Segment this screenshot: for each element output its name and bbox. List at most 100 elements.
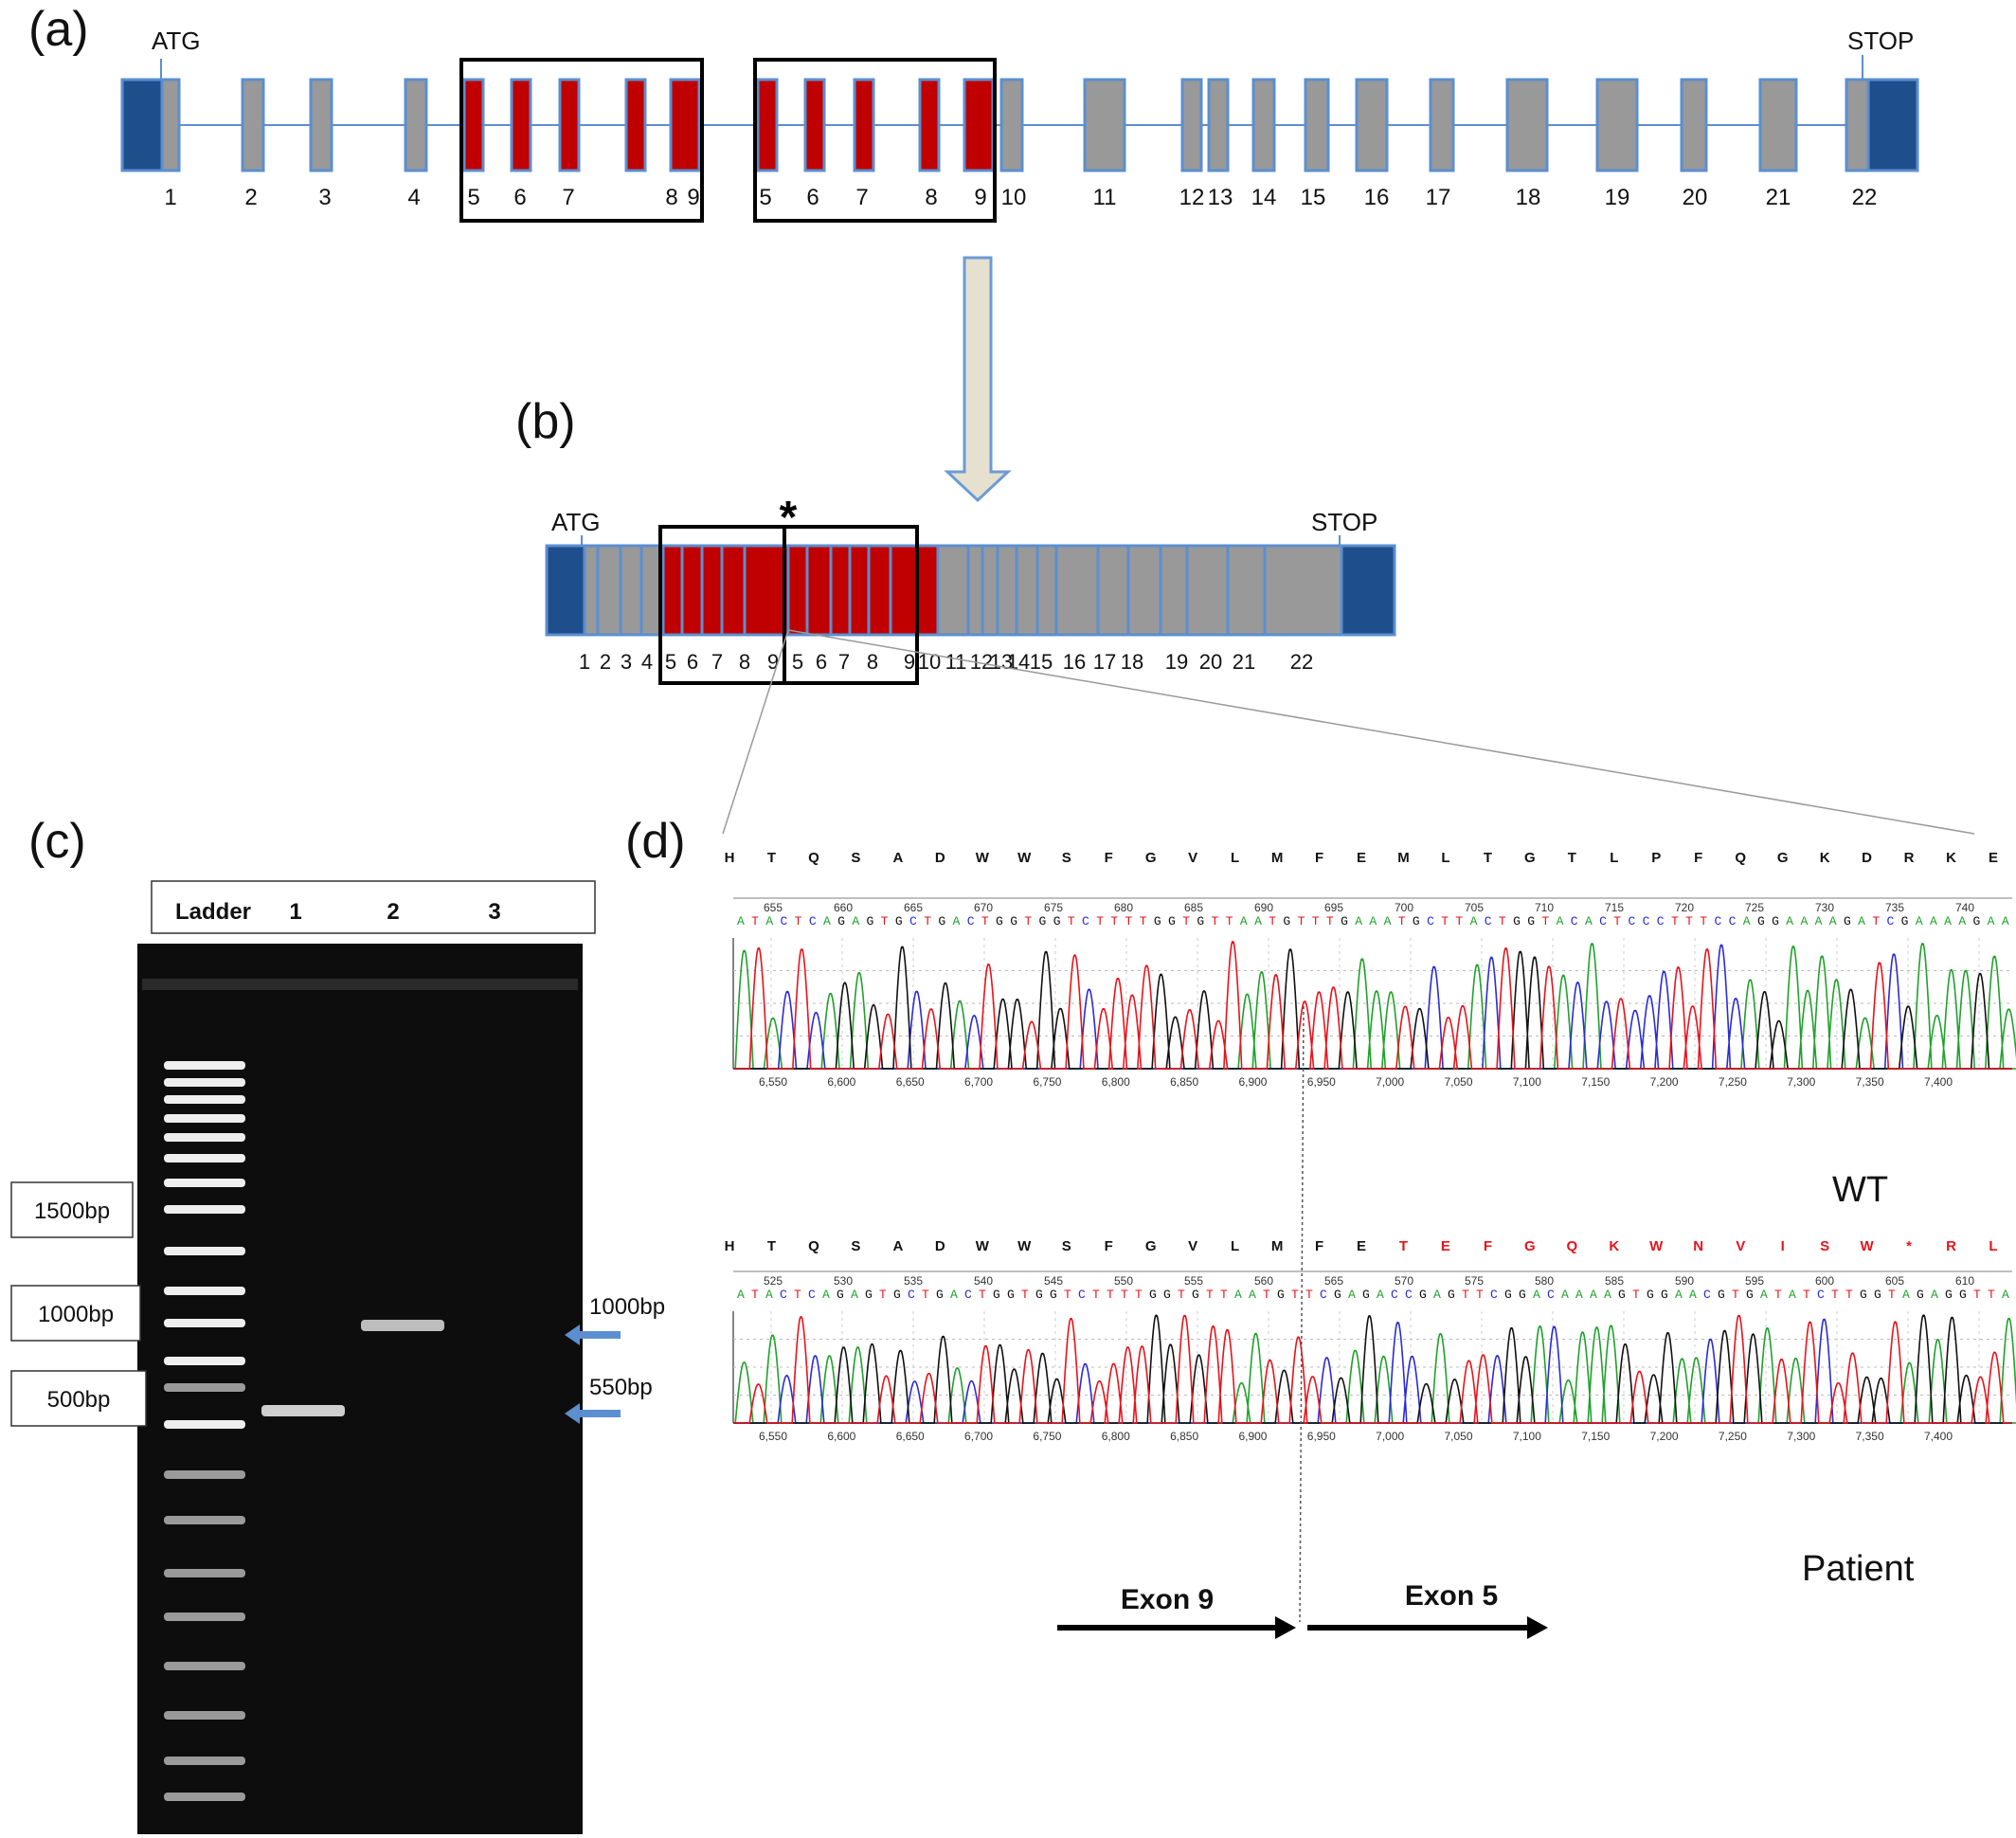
base-call: A xyxy=(1800,914,1808,928)
exon-number-a: 12 xyxy=(1179,185,1205,210)
base-call: T xyxy=(1326,914,1334,928)
exon-b-23 xyxy=(1096,544,1130,637)
start-codon-label-a: ATG xyxy=(152,27,201,55)
trace-axis-tick: 6,700 xyxy=(964,1430,993,1443)
exon-b-9 xyxy=(743,544,790,637)
amino-acid: E xyxy=(1357,1238,1366,1254)
zoom-line-left xyxy=(722,629,789,835)
wt-chromatogram xyxy=(732,938,2016,1070)
base-call: G xyxy=(1972,914,1980,928)
base-call: G xyxy=(1341,914,1348,928)
base-call: G xyxy=(1874,1288,1881,1302)
exon-number-a: 16 xyxy=(1364,185,1390,210)
base-call: T xyxy=(1226,914,1233,928)
exon-b-18 xyxy=(981,544,999,637)
amino-acid: Q xyxy=(808,1238,819,1254)
exon-a-24 xyxy=(1595,78,1639,172)
panel-b-label: (b) xyxy=(515,394,576,449)
exon-number-b: 6 xyxy=(687,650,698,674)
trace-axis-tick: 6,750 xyxy=(1033,1430,1061,1443)
ladder-band xyxy=(164,1154,245,1162)
trace-axis-tick: 6,650 xyxy=(896,1430,925,1443)
base-call: A xyxy=(1557,914,1564,928)
exon-number-a: 2 xyxy=(244,185,257,210)
ladder-marker-box xyxy=(10,1285,141,1342)
exon-b-3 xyxy=(619,544,643,637)
position-number: 690 xyxy=(1254,901,1273,914)
amino-acid: A xyxy=(892,1238,903,1254)
stop-codon-label-b: STOP xyxy=(1311,508,1377,536)
base-call: T xyxy=(1973,1288,1981,1302)
base-call: A xyxy=(823,914,831,928)
base-call: G xyxy=(938,914,945,928)
base-call: T xyxy=(1024,914,1032,928)
base-call: A xyxy=(1249,1288,1256,1302)
base-call: T xyxy=(1121,1288,1128,1302)
exon-number-a: 10 xyxy=(1001,185,1027,210)
junction-asterisk: * xyxy=(780,493,798,543)
exon-number-a: 7 xyxy=(562,185,574,210)
exon-b-16 xyxy=(936,544,970,637)
position-number: 730 xyxy=(1815,901,1834,914)
trace-axis-tick: 6,700 xyxy=(964,1075,993,1089)
amino-acid: Q xyxy=(808,850,819,866)
trace-axis-tick: 6,600 xyxy=(827,1430,855,1443)
position-number: 675 xyxy=(1044,901,1063,914)
position-number: 740 xyxy=(1955,901,1974,914)
exon-number-a: 20 xyxy=(1683,185,1708,210)
base-call: A xyxy=(851,1288,858,1302)
trace-axis-tick: 7,400 xyxy=(1924,1075,1953,1089)
ladder-band xyxy=(164,1133,245,1142)
exon-a-22 xyxy=(1429,78,1455,172)
exon9-label: Exon 9 xyxy=(1121,1584,1214,1615)
base-call: T xyxy=(1096,914,1104,928)
base-call: A xyxy=(1561,1288,1569,1302)
base-call: T xyxy=(1441,914,1449,928)
ladder-band xyxy=(164,1287,245,1295)
base-call: A xyxy=(1858,914,1865,928)
base-call: G xyxy=(1757,914,1765,928)
amino-acid: L xyxy=(1441,850,1449,866)
position-number: 660 xyxy=(834,901,853,914)
amino-acid: D xyxy=(935,1238,945,1254)
trace-axis-tick: 7,250 xyxy=(1719,1430,1747,1443)
base-call: A xyxy=(765,1288,773,1302)
band-arrow-550 xyxy=(565,1403,621,1424)
ladder-band xyxy=(164,1516,245,1524)
duplicated-region-box-b2 xyxy=(783,525,919,685)
trace-C xyxy=(733,944,2012,1070)
amino-acid: F xyxy=(1694,850,1702,866)
base-call: G xyxy=(1513,914,1521,928)
base-call: A xyxy=(737,914,745,928)
base-call: T xyxy=(879,1288,887,1302)
base-call: G xyxy=(1419,1288,1427,1302)
position-number: 545 xyxy=(1044,1274,1063,1288)
exon-b-8 xyxy=(720,544,747,637)
base-call: G xyxy=(1053,914,1061,928)
ladder-band xyxy=(164,1319,245,1327)
exon-number-b: 11 xyxy=(945,650,967,674)
base-call: T xyxy=(1671,914,1679,928)
trace-axis-tick: 7,150 xyxy=(1581,1430,1610,1443)
base-call: G xyxy=(1154,914,1161,928)
exon-number-a: 6 xyxy=(513,185,526,210)
base-call: C xyxy=(1571,914,1578,928)
base-call: A xyxy=(1240,914,1248,928)
exon-a-4 xyxy=(404,78,428,172)
exon-number-b: 16 xyxy=(1063,650,1086,674)
amino-acid: E xyxy=(1441,1238,1450,1254)
base-call: T xyxy=(981,914,989,928)
amino-acid: S xyxy=(1820,1238,1829,1254)
panel-c-label: (c) xyxy=(28,814,86,869)
base-call: G xyxy=(867,914,874,928)
amino-acid: F xyxy=(1105,1238,1113,1254)
base-call: A xyxy=(822,1288,830,1302)
base-call: T xyxy=(1269,914,1276,928)
exon-a-11 xyxy=(803,78,826,172)
base-call: T xyxy=(922,1288,929,1302)
base-call: C xyxy=(1320,1288,1327,1302)
exon-b-21 xyxy=(1035,544,1058,637)
amino-acid: S xyxy=(1062,1238,1071,1254)
base-call: C xyxy=(1082,914,1089,928)
